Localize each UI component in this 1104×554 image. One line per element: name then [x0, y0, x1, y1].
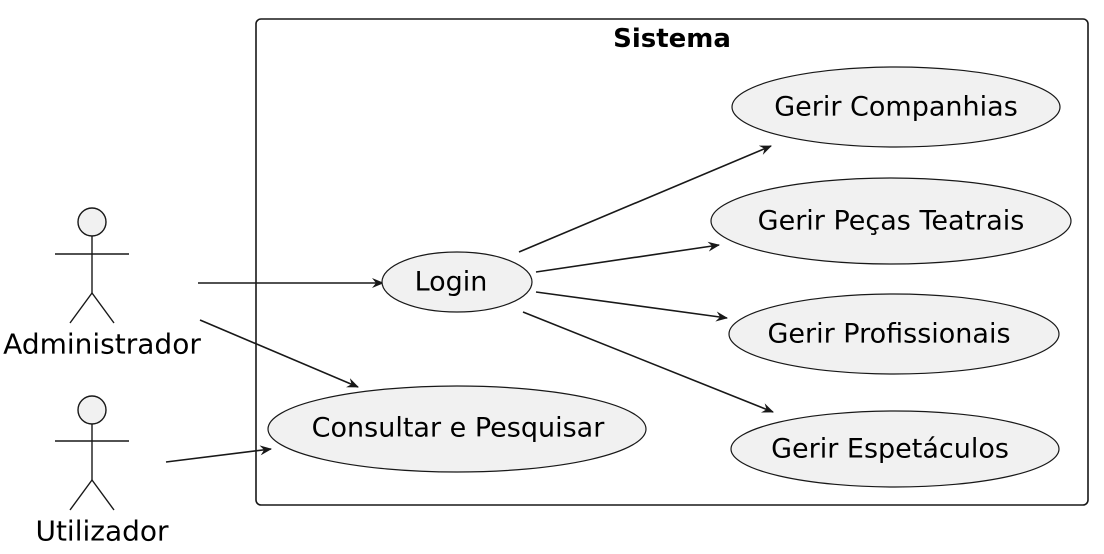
actor-administrador-label: Administrador [3, 327, 201, 361]
association-arrow-login-pecas [535, 241, 720, 273]
usecase-gerir-companhias-label: Gerir Companhias [774, 91, 1018, 123]
usecase-gerir-pecas-teatrais[interactable] [710, 177, 1072, 265]
association-arrow-login-companhias [518, 145, 772, 253]
actor-utilizador-label: Utilizador [35, 514, 169, 548]
usecase-login[interactable] [381, 251, 533, 313]
usecase-gerir-pecas-teatrais-label: Gerir Peças Teatrais [757, 205, 1025, 237]
association-arrow-login-espetaculos [522, 311, 774, 413]
actor-head [77, 207, 107, 237]
usecase-gerir-espetaculos-label: Gerir Espetáculos [771, 433, 1009, 465]
actor-head [77, 395, 107, 425]
actor-utilizador-figure[interactable] [55, 395, 129, 511]
system-boundary [255, 18, 1089, 506]
usecase-gerir-profissionais[interactable] [728, 293, 1060, 375]
actor-administrador-figure[interactable] [55, 207, 129, 324]
usecase-gerir-profissionais-label: Gerir Profissionais [767, 318, 1011, 350]
usecase-gerir-companhias[interactable] [731, 66, 1061, 148]
system-title: Sistema [613, 24, 731, 54]
relations [165, 145, 774, 463]
association-arrow-user-consultar [165, 445, 272, 463]
association-arrow-admin-consultar [199, 319, 359, 388]
usecase-consultar-pesquisar[interactable] [267, 385, 647, 473]
usecase-gerir-espetaculos[interactable] [730, 410, 1060, 488]
usecase-login-label: Login [414, 266, 488, 298]
usecase-ellipses [267, 66, 1072, 488]
usecase-consultar-pesquisar-label: Consultar e Pesquisar [311, 412, 605, 444]
association-arrow-login-profissionais [535, 291, 728, 322]
